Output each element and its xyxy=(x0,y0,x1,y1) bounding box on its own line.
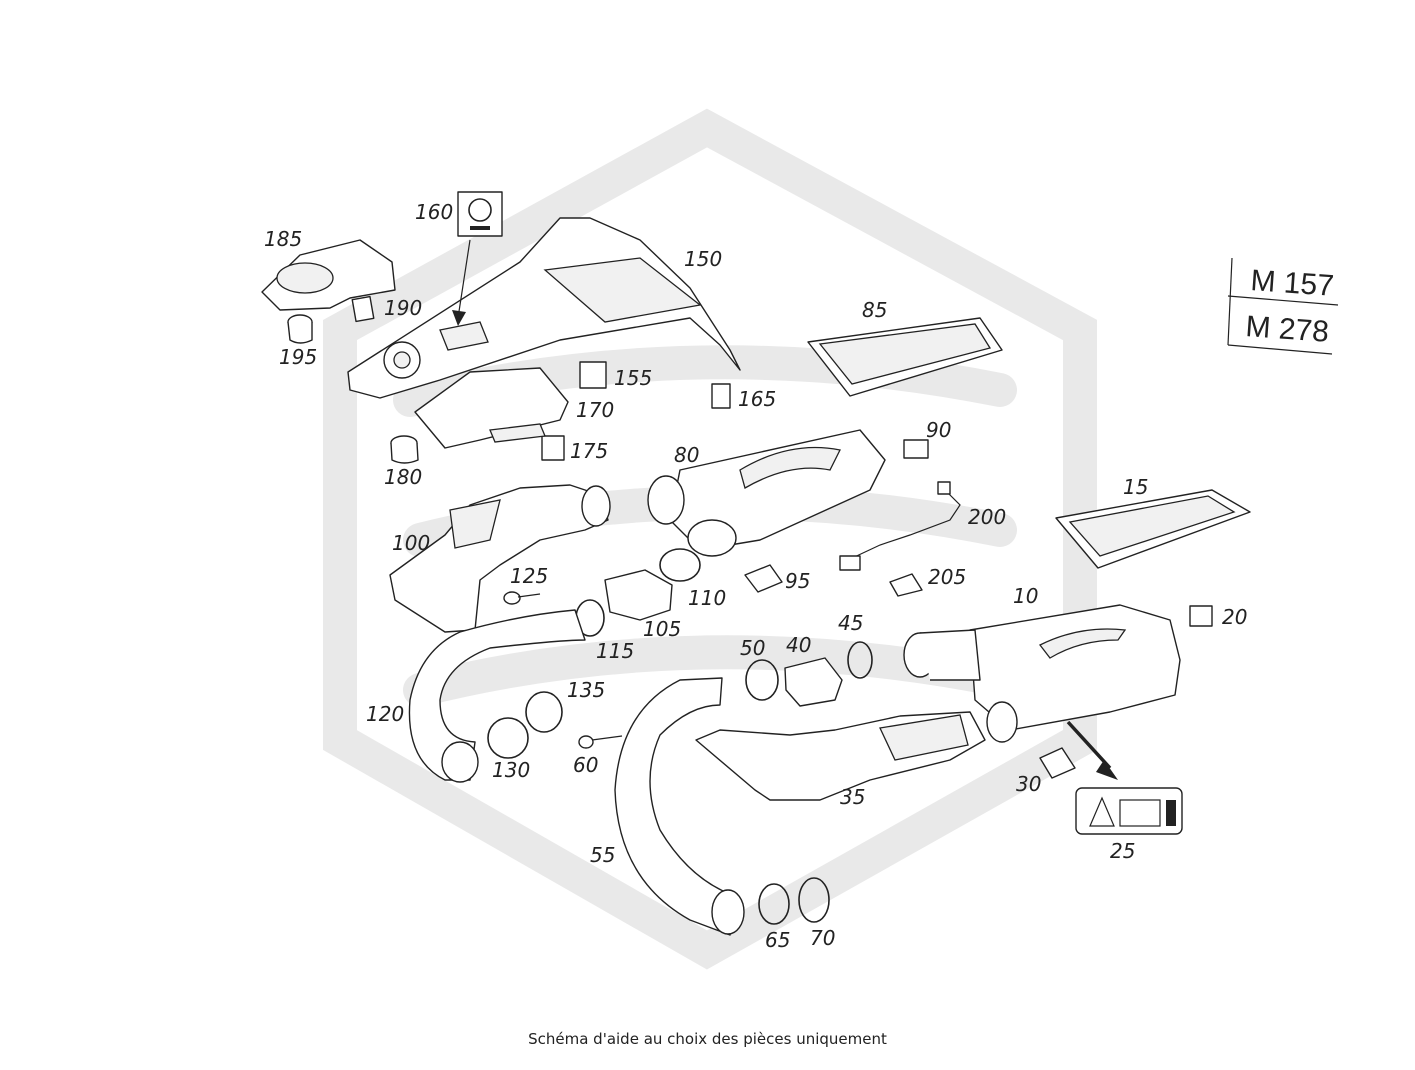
sensor-20 xyxy=(1189,605,1213,627)
warning-label-160 xyxy=(452,191,503,326)
callout-195: 195 xyxy=(279,345,317,369)
callout-50: 50 xyxy=(740,636,765,660)
callout-15: 15 xyxy=(1123,475,1148,499)
intake-duct-170 xyxy=(414,367,569,449)
callout-200: 200 xyxy=(968,505,1006,529)
engine-cover-150 xyxy=(347,217,741,399)
clip-165 xyxy=(711,383,731,409)
warning-label-25 xyxy=(1066,720,1183,835)
engine-code-1: M 157 xyxy=(1250,264,1335,303)
callout-60: 60 xyxy=(573,753,598,777)
sensor-90 xyxy=(903,439,929,459)
callout-95: 95 xyxy=(785,569,810,593)
intake-duct-100 xyxy=(389,484,611,633)
hose-120 xyxy=(408,609,586,783)
ring-65 xyxy=(758,883,790,925)
callout-160: 160 xyxy=(415,200,453,224)
callout-120: 120 xyxy=(366,702,404,726)
callout-85: 85 xyxy=(862,298,887,322)
callout-190: 190 xyxy=(384,296,422,320)
mass-air-flow-sensor-40 xyxy=(784,657,843,707)
callout-35: 35 xyxy=(840,785,865,809)
callout-170: 170 xyxy=(576,398,614,422)
grommet-195 xyxy=(287,314,313,344)
clamp-45 xyxy=(847,641,873,679)
callout-100: 100 xyxy=(392,531,430,555)
clamp-50 xyxy=(745,659,779,701)
air-filter-housing-10 xyxy=(903,604,1181,743)
callout-125: 125 xyxy=(510,564,548,588)
callout-155: 155 xyxy=(614,366,652,390)
ring-130 xyxy=(487,717,529,759)
clip-205 xyxy=(889,573,923,597)
clip-155 xyxy=(579,361,607,389)
callout-130: 130 xyxy=(492,758,530,782)
air-filter-85 xyxy=(807,317,1003,397)
intake-duct-35 xyxy=(695,711,986,801)
callout-175: 175 xyxy=(570,439,608,463)
clip-30 xyxy=(1039,747,1076,779)
clamp-110 xyxy=(659,548,701,582)
callout-40: 40 xyxy=(786,633,811,657)
clip-175 xyxy=(541,435,565,461)
callout-180: 180 xyxy=(384,465,422,489)
clamp-135 xyxy=(525,691,563,733)
callout-10: 10 xyxy=(1013,584,1038,608)
callout-105: 105 xyxy=(643,617,681,641)
clip-95 xyxy=(744,564,783,593)
callout-150: 150 xyxy=(684,247,722,271)
callout-55: 55 xyxy=(590,843,615,867)
callout-30: 30 xyxy=(1016,772,1041,796)
bolt-60 xyxy=(578,735,623,749)
callout-90: 90 xyxy=(926,418,951,442)
callout-25: 25 xyxy=(1110,839,1135,863)
callout-205: 205 xyxy=(928,565,966,589)
callout-185: 185 xyxy=(264,227,302,251)
callout-labels: 185 160 150 190 195 85 155 165 170 175 1… xyxy=(264,200,1247,952)
air-filter-housing-80 xyxy=(647,429,886,557)
callout-20: 20 xyxy=(1222,605,1247,629)
callout-65: 65 xyxy=(765,928,790,952)
callout-135: 135 xyxy=(567,678,605,702)
engine-code-box: M 157 M 278 xyxy=(1227,257,1339,355)
cover-part-185 xyxy=(261,239,396,311)
bolt-125 xyxy=(503,591,541,605)
engine-code-2: M 278 xyxy=(1245,310,1330,349)
callout-70: 70 xyxy=(810,926,835,950)
callout-45: 45 xyxy=(838,611,863,635)
wiring-harness-200 xyxy=(847,489,961,561)
clip-190 xyxy=(351,295,375,323)
callout-110: 110 xyxy=(688,586,726,610)
grommet-180 xyxy=(390,435,419,464)
mass-air-flow-sensor-105 xyxy=(604,569,673,621)
callout-115: 115 xyxy=(596,639,634,663)
diagram-caption: Schéma d'aide au choix des pièces unique… xyxy=(528,1030,887,1048)
air-filter-15 xyxy=(1055,489,1251,569)
callout-165: 165 xyxy=(738,387,776,411)
callout-80: 80 xyxy=(674,443,699,467)
hose-55 xyxy=(614,677,745,936)
clamp-70 xyxy=(798,877,830,923)
